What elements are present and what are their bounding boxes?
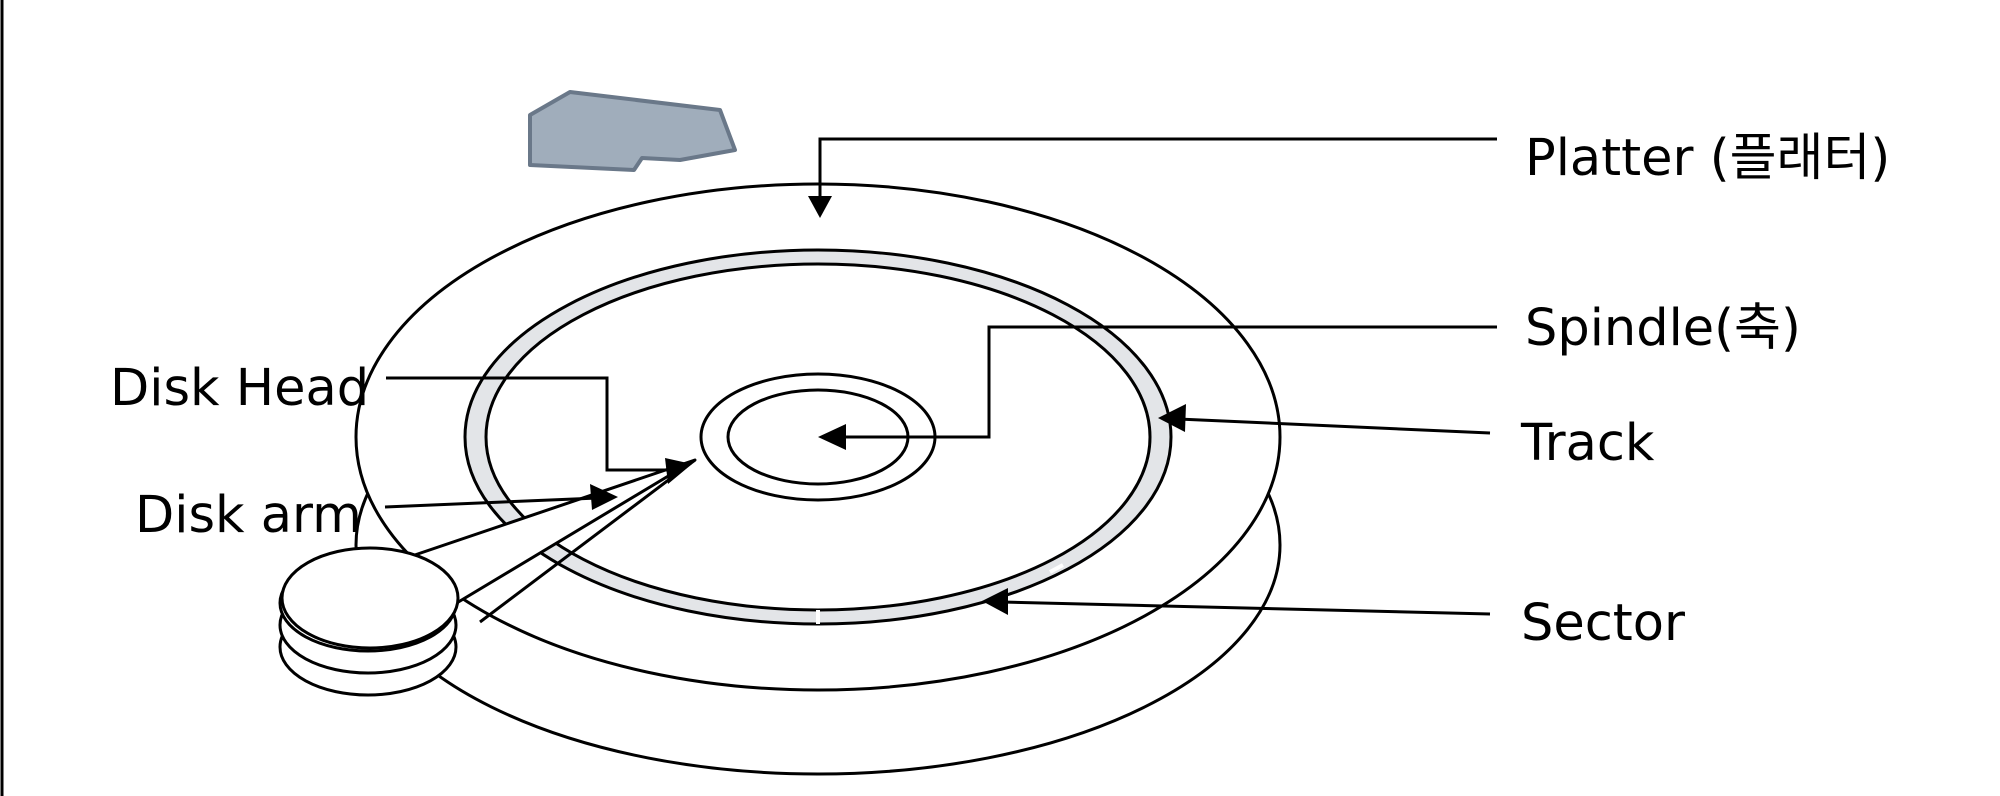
label-spindle: Spindle(축) <box>1525 299 1801 358</box>
spindle-leader <box>836 325 1497 439</box>
leader-lines <box>384 137 1497 616</box>
disk-arm-leader <box>384 496 599 509</box>
label-sector: Sector <box>1521 594 1685 653</box>
rotation-arrow-icon <box>528 90 737 172</box>
label-platter: Platter (플래터) <box>1525 129 1890 188</box>
platter-arrowhead <box>808 196 832 218</box>
platter-leader <box>818 137 1497 208</box>
label-track: Track <box>1520 414 1655 473</box>
track-arrowhead <box>1158 404 1186 432</box>
disk-head-leader <box>386 376 670 472</box>
label-disk-head: Disk Head <box>110 359 369 418</box>
arrowheads <box>590 196 1186 615</box>
disk-head-arrowhead <box>665 458 692 484</box>
track-leader <box>1177 417 1491 435</box>
actuator-stack <box>278 546 460 697</box>
sector-leader <box>1001 600 1491 616</box>
sector-divider <box>1049 563 1064 574</box>
sector-arrowhead <box>982 588 1008 615</box>
spindle-arrowhead <box>818 424 846 450</box>
disk-arm-arrowhead <box>590 484 618 510</box>
label-disk-arm: Disk arm <box>135 486 362 545</box>
